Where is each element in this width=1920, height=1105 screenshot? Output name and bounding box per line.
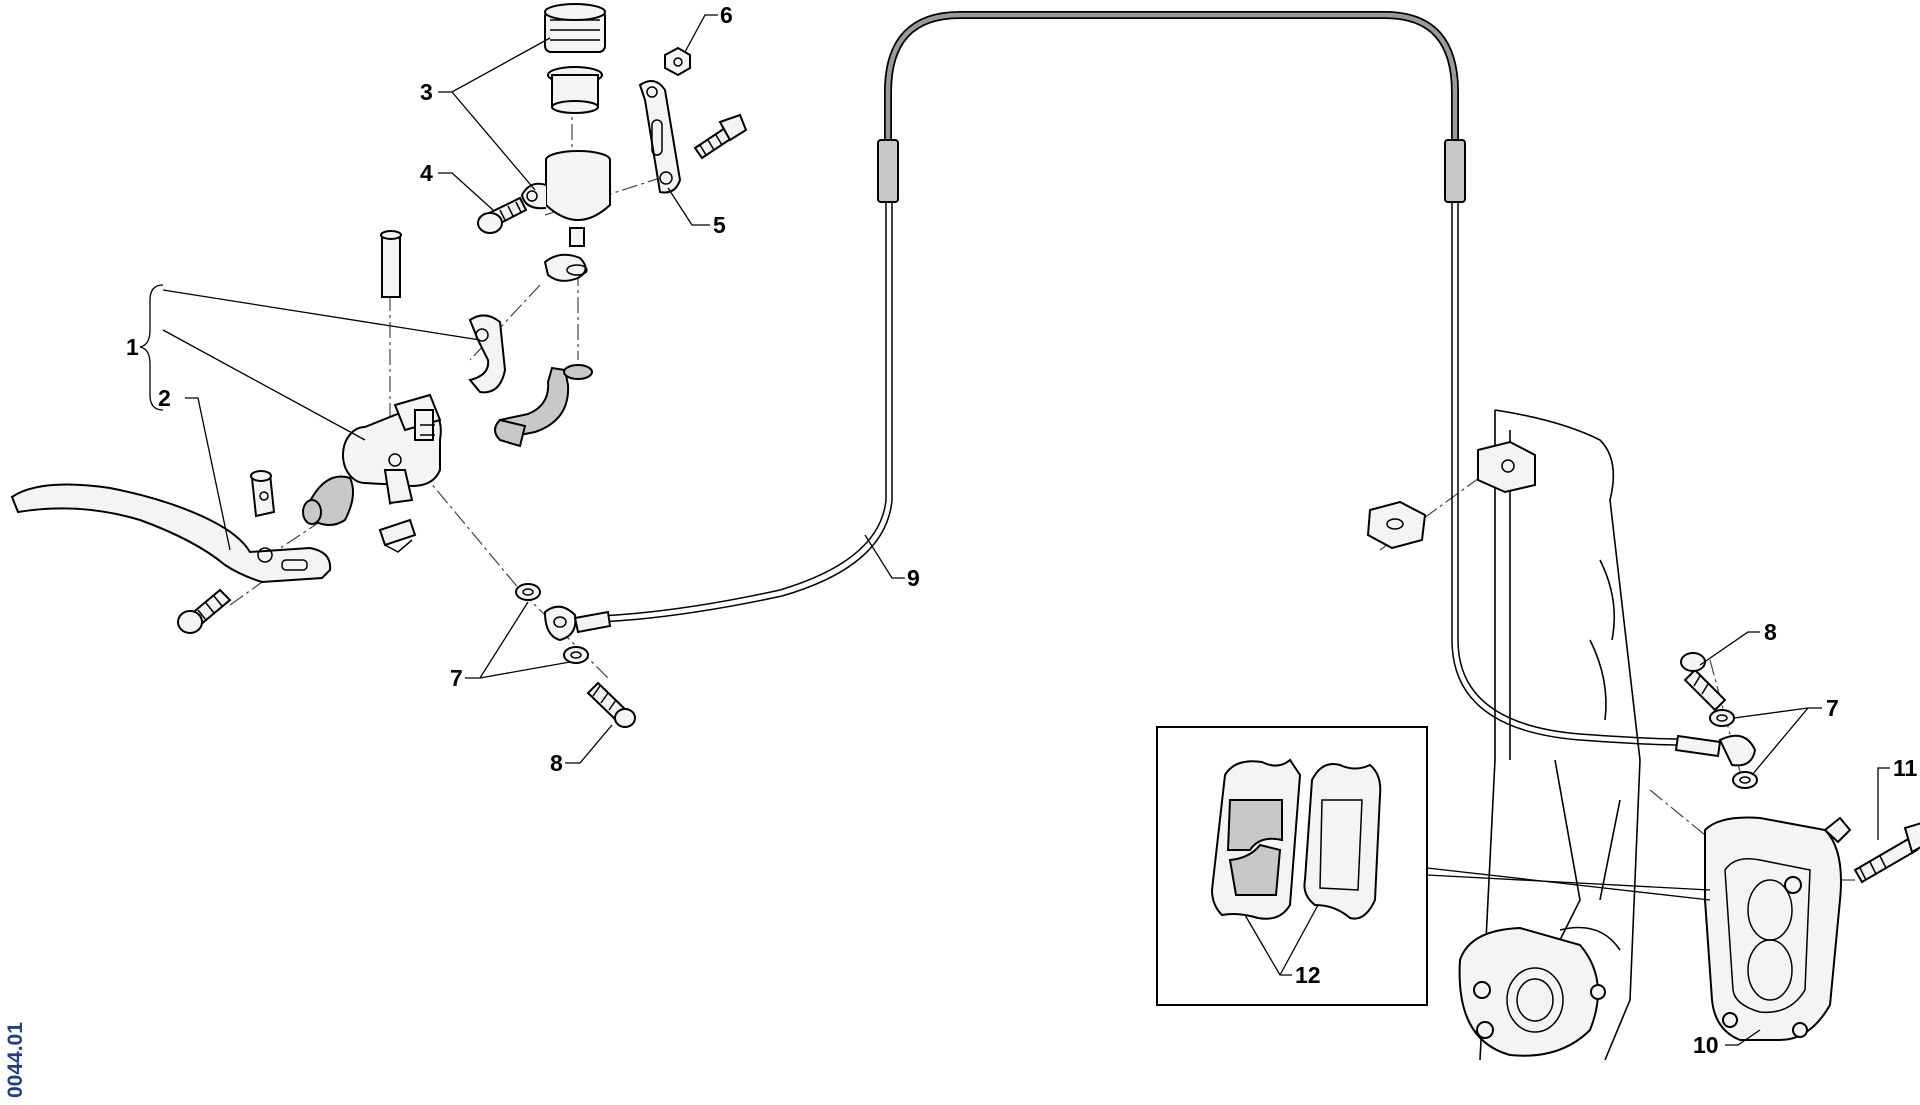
callout-3: 3 (420, 79, 433, 105)
left-banjo-fitting (515, 583, 636, 728)
drawing-code: 0044.01 (4, 1022, 27, 1098)
callout-6: 6 (720, 2, 733, 28)
brake-hose-part-9 (573, 11, 1757, 767)
callout-labels: 1 2 3 4 5 6 7 7 8 8 9 10 11 12 (126, 2, 1918, 1058)
master-cylinder (342, 314, 507, 553)
lever-pin (380, 230, 402, 298)
fork-leg (1458, 409, 1641, 1061)
pivot-pin (250, 470, 276, 518)
callout-9: 9 (907, 565, 920, 591)
callout-7-right: 7 (1826, 695, 1839, 721)
callout-7-left: 7 (450, 665, 463, 691)
hose-guide-clamp (1366, 440, 1536, 550)
brake-caliper-part-10 (1704, 816, 1852, 1041)
callout-8-left: 8 (550, 750, 563, 776)
brake-lever-part-2 (10, 483, 332, 584)
reservoir-assembly (520, 3, 611, 247)
callout-2: 2 (158, 385, 171, 411)
callout-4: 4 (420, 160, 433, 186)
right-banjo-fitting (1680, 652, 1758, 789)
assembly-axis-lines (229, 70, 1855, 881)
brake-pads-inset (1156, 726, 1711, 1006)
callout-leaders (139, 14, 1890, 1046)
nut-part-6 (664, 46, 691, 77)
reservoir-hose (494, 364, 593, 448)
callout-10: 10 (1693, 1032, 1719, 1058)
callout-12: 12 (1295, 962, 1321, 988)
callout-5: 5 (713, 212, 726, 238)
screw-part-4 (477, 196, 528, 234)
lever-adjuster-screw (177, 588, 232, 634)
caliper-bolt-part-11 (1853, 822, 1920, 884)
bracket-part-5 (638, 80, 748, 194)
callout-1: 1 (126, 334, 139, 360)
rubber-boot (302, 475, 355, 526)
hose-clamp (543, 253, 588, 282)
callout-11: 11 (1893, 755, 1918, 781)
callout-8-right: 8 (1764, 619, 1777, 645)
